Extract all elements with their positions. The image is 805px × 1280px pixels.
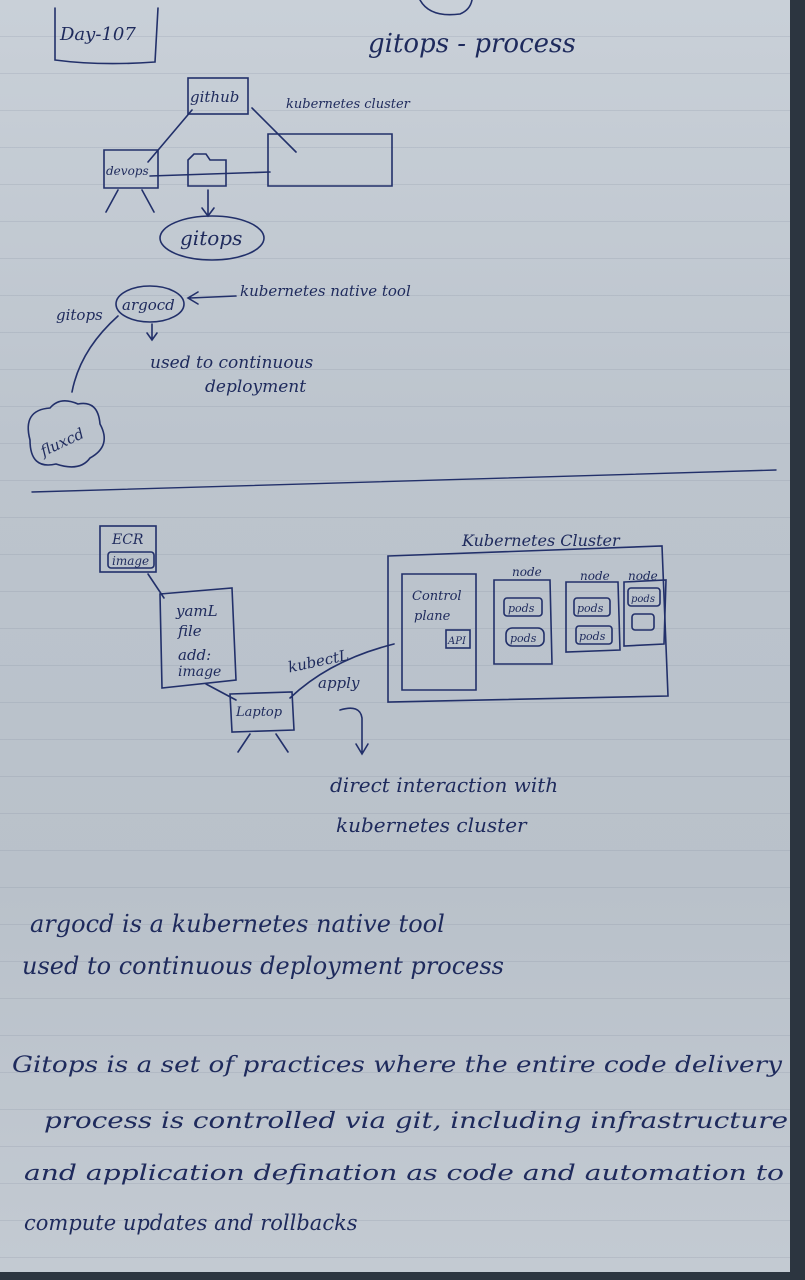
native-tool-label: kubernetes native tool bbox=[240, 282, 411, 300]
direct-interaction-line2: kubernetes cluster bbox=[336, 813, 528, 837]
pod-label: pods bbox=[577, 602, 604, 615]
control-plane-box bbox=[401, 573, 477, 691]
gitops-bubble bbox=[159, 215, 265, 261]
folder-icon bbox=[187, 153, 227, 187]
notebook-page: Day-107 gitops - process github kubernet… bbox=[0, 0, 790, 1272]
pod-box bbox=[573, 597, 611, 617]
yaml-line4: image bbox=[178, 664, 221, 680]
pod-box bbox=[627, 587, 661, 607]
pod-label: pods bbox=[508, 602, 535, 615]
github-label: github bbox=[190, 88, 239, 106]
pod-label: pods bbox=[579, 630, 606, 643]
title-arc bbox=[419, 0, 473, 16]
deployment-label: deployment bbox=[205, 377, 306, 397]
github-box bbox=[187, 77, 249, 115]
argocd-bubble bbox=[115, 285, 185, 323]
laptop-legs bbox=[237, 733, 289, 753]
day-box bbox=[54, 7, 159, 65]
api-label: API bbox=[447, 636, 467, 647]
ecr-box bbox=[99, 525, 157, 573]
node-label: node bbox=[628, 569, 658, 583]
gitops-note-line3: and application defination as code and a… bbox=[24, 1161, 784, 1185]
day-label: Day-107 bbox=[59, 24, 136, 45]
laptop-label: Laptop bbox=[235, 705, 283, 720]
yaml-line3: add: bbox=[178, 646, 211, 664]
argocd-note-line2: used to continuous deployment process bbox=[22, 952, 504, 980]
yaml-to-laptop-line bbox=[205, 683, 237, 701]
control-label: Control bbox=[412, 589, 462, 604]
kubernetes-cluster-label: kubernetes cluster bbox=[286, 97, 411, 112]
apply-label: apply bbox=[318, 674, 360, 692]
kubectl-label: kubectL bbox=[286, 646, 350, 676]
fluxcd-cloud bbox=[27, 400, 106, 468]
argocd-to-fluxcd-line bbox=[71, 315, 119, 393]
fluxcd-label: fluxcd bbox=[37, 424, 87, 460]
laptop-box bbox=[229, 691, 295, 733]
ecr-image-label: image bbox=[112, 554, 149, 568]
gitops-note-line1: Gitops is a set of practices where the e… bbox=[12, 1053, 783, 1078]
gitops-bubble-label: gitops bbox=[180, 226, 242, 250]
gitops-note-line2: process is controlled via git, including… bbox=[44, 1109, 788, 1134]
pod-box-empty bbox=[631, 613, 655, 631]
direct-interaction-line1: direct interaction with bbox=[330, 773, 558, 797]
pod-box bbox=[503, 597, 543, 617]
node-label: node bbox=[512, 565, 542, 579]
gitops-side-label: gitops bbox=[56, 306, 103, 324]
kubectl-arrow-line bbox=[289, 643, 395, 699]
pod-box bbox=[575, 625, 613, 645]
argocd-label: argocd bbox=[122, 296, 175, 314]
ecr-image-tag bbox=[107, 551, 155, 569]
api-box bbox=[445, 629, 471, 649]
pod-label: pods bbox=[631, 594, 655, 605]
ruled-lines bbox=[0, 0, 790, 1272]
devops-to-cluster-line bbox=[149, 171, 271, 177]
yaml-line2: file bbox=[177, 622, 202, 640]
gitops-note-line4: compute updates and rollbacks bbox=[24, 1211, 358, 1235]
node-box bbox=[493, 579, 553, 665]
plane-label: plane bbox=[414, 609, 451, 624]
kubernetes-cluster-box bbox=[267, 133, 393, 187]
yaml-line1: yamL bbox=[175, 602, 218, 620]
ecr-label: ECR bbox=[111, 532, 144, 548]
devops-label: devops bbox=[106, 164, 149, 178]
section-divider bbox=[31, 469, 777, 493]
devops-to-github-line bbox=[147, 109, 193, 163]
page-title: gitops - process bbox=[368, 29, 576, 59]
folder-down-arrow bbox=[201, 189, 215, 218]
argocd-down-arrow bbox=[146, 323, 158, 342]
pod-box bbox=[505, 627, 545, 647]
node-box bbox=[565, 581, 621, 653]
pod-label: pods bbox=[510, 632, 537, 645]
used-to-continuous-label: used to continuous bbox=[150, 353, 314, 373]
github-to-cluster-line bbox=[251, 107, 297, 153]
cluster-label: Kubernetes Cluster bbox=[461, 531, 621, 550]
native-tool-arrow bbox=[186, 291, 237, 305]
cluster-box bbox=[387, 545, 669, 703]
devops-legs bbox=[105, 189, 155, 213]
direct-interaction-arrow bbox=[339, 707, 369, 756]
argocd-note-line1: argocd is a kubernetes native tool bbox=[30, 910, 445, 938]
devops-box bbox=[103, 149, 159, 189]
yaml-file-box bbox=[159, 587, 237, 689]
node-label: node bbox=[580, 569, 610, 583]
handwritten-notes: Day-107 gitops - process github kubernet… bbox=[12, 0, 788, 1235]
node-box bbox=[623, 579, 667, 647]
